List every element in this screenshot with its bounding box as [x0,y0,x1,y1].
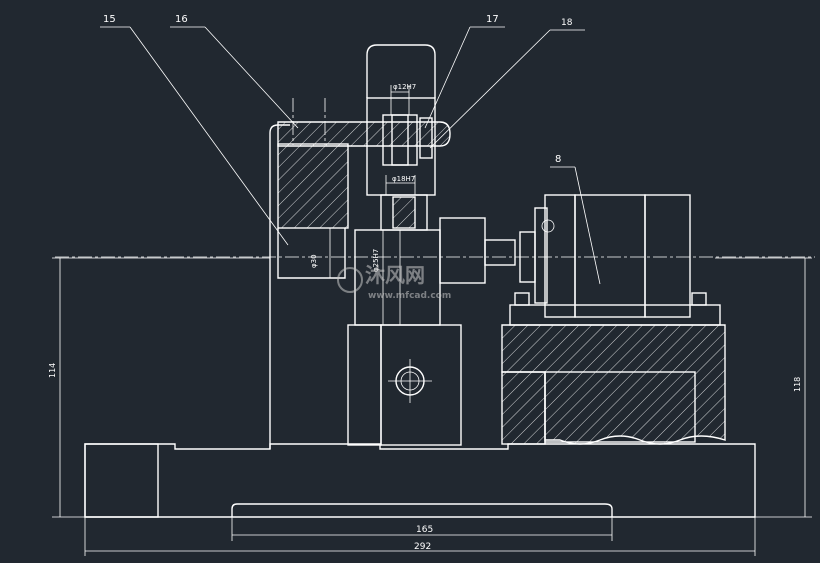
leader-lines [100,26,601,285]
watermark: 沐风网 www.mfcad.com [337,263,451,301]
part-number-15: 15 [103,14,116,25]
dim-left-height: 114 [48,363,57,378]
base-slot [231,503,613,517]
motor-support [501,194,726,445]
watermark-url: www.mfcad.com [368,291,451,301]
dim-overall-width: 292 [414,542,431,552]
clamp-arm [277,121,451,147]
part-number-16: 16 [175,14,188,25]
dim-bore-mid: φ18H7 [392,175,415,183]
lower-clamp-block [347,324,462,446]
part-number-17: 17 [486,14,499,25]
dim-shaft-left: φ30 [310,254,318,268]
fixture-body-left [269,124,349,449]
base-foot-left [84,443,159,518]
watermark-logo-icon [337,267,363,293]
part-number-18: 18 [561,18,573,28]
dim-shaft-mid: φ25H7 [372,249,380,272]
part-number-8: 8 [555,154,561,165]
dim-slot-width: 165 [416,525,433,535]
dimension-lines [52,85,812,556]
watermark-brand: 沐风网 [365,263,425,287]
dim-bore-top: φ12H7 [393,83,416,91]
dim-right-height: 118 [793,377,802,392]
base-plate [84,443,756,518]
